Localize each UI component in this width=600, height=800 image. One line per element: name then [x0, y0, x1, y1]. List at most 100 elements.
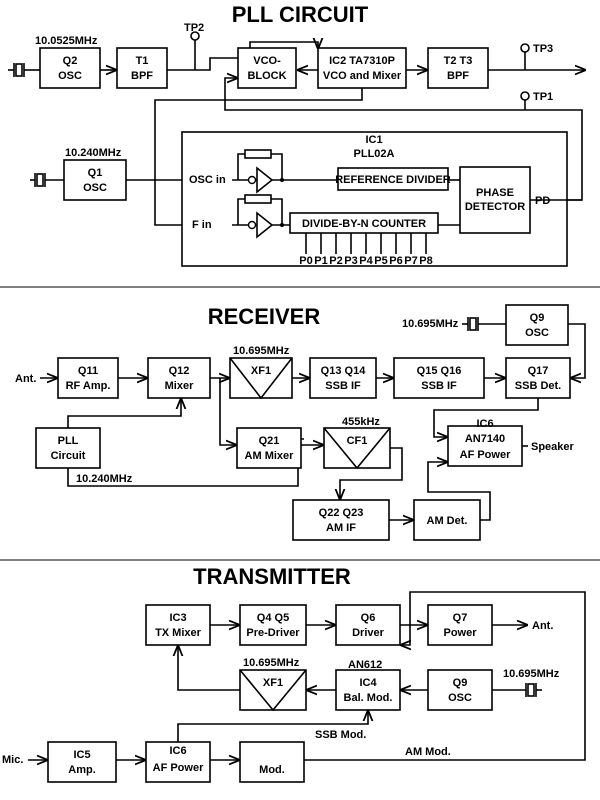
cf1-filter-block: CF1 [323, 427, 391, 470]
rx-antenna-label: Ant. [15, 373, 36, 385]
crystal-icon [492, 683, 542, 697]
svg-text:XF1: XF1 [251, 365, 271, 377]
svg-text:Q2: Q2 [63, 55, 78, 67]
tx-q9-frequency-label: 10.695MHz [503, 668, 560, 680]
q12-mixer-block: Q12 Mixer [147, 357, 211, 399]
osc-in-label: OSC in [189, 174, 226, 186]
svg-text:Q9: Q9 [453, 677, 468, 689]
tp1-test-point [520, 91, 530, 101]
speaker-label: Speaker [531, 441, 575, 453]
tx-q9-osc-block: Q9 OSC [427, 669, 493, 711]
vco-block: VCO- BLOCK [237, 47, 297, 89]
svg-text:Q9: Q9 [530, 312, 545, 324]
svg-text:PLL: PLL [58, 435, 79, 447]
svg-text:Q15 Q16: Q15 Q16 [417, 365, 462, 377]
svg-text:T1: T1 [136, 55, 149, 67]
svg-text:Bal. Mod.: Bal. Mod. [344, 692, 393, 704]
svg-text:Circuit: Circuit [51, 450, 86, 462]
crystal-icon [8, 63, 40, 77]
svg-text:REFERENCE DIVIDER: REFERENCE DIVIDER [335, 174, 451, 186]
svg-text:P7: P7 [404, 255, 417, 267]
svg-text:P2: P2 [329, 255, 342, 267]
svg-text:Q1: Q1 [88, 167, 103, 179]
q17-ssb-det-block: Q17 SSB Det. [505, 357, 571, 399]
ic1-part-label: PLL02A [354, 148, 395, 160]
ssb-mod-label: SSB Mod. [315, 729, 366, 741]
svg-text:Pre-Driver: Pre-Driver [246, 627, 300, 639]
mic-label: Mic. [2, 754, 23, 766]
q22-q23-am-if-block: Q22 Q23 AM IF [292, 499, 390, 541]
svg-text:Q22 Q23: Q22 Q23 [319, 507, 364, 519]
tp3-label: TP3 [533, 43, 553, 55]
svg-text:IC5: IC5 [73, 749, 90, 761]
svg-text:Mod.: Mod. [259, 764, 285, 776]
svg-text:IC4: IC4 [359, 677, 377, 689]
svg-text:DETECTOR: DETECTOR [465, 201, 525, 213]
ic5-amp-block: IC5 Amp. [47, 741, 117, 783]
svg-text:P1: P1 [314, 255, 327, 267]
svg-text:Mixer: Mixer [165, 380, 194, 392]
ic4-bal-mod-block: IC4 Bal. Mod. [335, 669, 401, 711]
pd-label: PD [535, 195, 550, 207]
svg-text:Q21: Q21 [259, 435, 280, 447]
svg-text:Driver: Driver [352, 627, 385, 639]
svg-text:Q12: Q12 [169, 365, 190, 377]
svg-text:OSC: OSC [448, 692, 472, 704]
svg-text:XF1: XF1 [263, 677, 283, 689]
rx-xf1-filter-block: XF1 [229, 357, 293, 400]
crystal-icon [462, 317, 506, 331]
q21-am-mixer-block: Q21 AM Mixer [236, 427, 302, 469]
svg-text:Amp.: Amp. [68, 764, 96, 776]
q4-q5-pre-driver-block: Q4 Q5 Pre-Driver [239, 604, 307, 646]
svg-text:T2 T3: T2 T3 [444, 55, 473, 67]
svg-text:VCO and Mixer: VCO and Mixer [323, 70, 402, 82]
svg-text:OSC: OSC [525, 327, 549, 339]
rx-q9-osc-block: Q9 OSC [505, 304, 569, 346]
svg-text:RF Amp.: RF Amp. [66, 380, 111, 392]
q7-power-block: Q7 Power [427, 604, 493, 646]
svg-text:OSC: OSC [58, 70, 82, 82]
svg-text:Power: Power [443, 627, 477, 639]
tp2-test-point [190, 31, 200, 41]
svg-text:P4: P4 [359, 255, 373, 267]
rx-xf1-frequency-label: 10.695MHz [233, 345, 290, 357]
svg-text:IC3: IC3 [169, 612, 186, 624]
svg-text:DIVIDE-BY-N COUNTER: DIVIDE-BY-N COUNTER [302, 218, 426, 230]
svg-text:SSB Det.: SSB Det. [515, 380, 561, 392]
f-in-amplifier-icon [232, 194, 290, 239]
svg-text:AM IF: AM IF [326, 522, 356, 534]
svg-text:P6: P6 [389, 255, 402, 267]
rx-q9-frequency-label: 10.695MHz [402, 318, 459, 330]
phase-detector-block: PHASE DETECTOR [459, 166, 531, 234]
svg-text:Q11: Q11 [78, 365, 98, 377]
q13-q14-ssb-if-block: Q13 Q14 SSB IF [309, 357, 377, 399]
cf1-frequency-label: 455kHz [342, 416, 380, 428]
q11-rf-amp-block: Q11 RF Amp. [57, 357, 119, 399]
tp2-label: TP2 [184, 22, 204, 34]
svg-text:P3: P3 [344, 255, 357, 267]
svg-text:AN7140: AN7140 [465, 433, 505, 445]
q1-frequency-label: 10.240MHz [65, 147, 122, 159]
svg-text:P8: P8 [419, 255, 432, 267]
q1-osc-block: Q1 OSC [63, 159, 127, 201]
reference-divider-block: REFERENCE DIVIDER [335, 167, 451, 191]
svg-text:IC6: IC6 [476, 418, 493, 430]
ic6-af-power-block: IC6 AF Power [145, 741, 211, 783]
svg-text:OSC: OSC [83, 182, 107, 194]
svg-text:BPF: BPF [447, 70, 469, 82]
q2-frequency-label: 10.0525MHz [35, 35, 98, 47]
svg-text:IC2 TA7310P: IC2 TA7310P [329, 55, 395, 67]
q2-osc-block: Q2 OSC [39, 47, 101, 89]
divide-by-n-counter-block: DIVIDE-BY-N COUNTER [289, 212, 439, 234]
osc-in-amplifier-icon [232, 149, 338, 194]
ic2-vco-mixer-block: IC2 TA7310P VCO and Mixer [317, 47, 407, 89]
svg-text:Q17: Q17 [528, 365, 549, 377]
svg-text:SSB IF: SSB IF [325, 380, 361, 392]
tx-antenna-label: Ant. [532, 620, 553, 632]
svg-text:BPF: BPF [131, 70, 153, 82]
f-in-label: F in [192, 219, 212, 231]
transmitter-section-title: TRANSMITTER [193, 564, 351, 589]
crystal-icon [30, 173, 64, 187]
svg-text:Q4 Q5: Q4 Q5 [257, 612, 289, 624]
